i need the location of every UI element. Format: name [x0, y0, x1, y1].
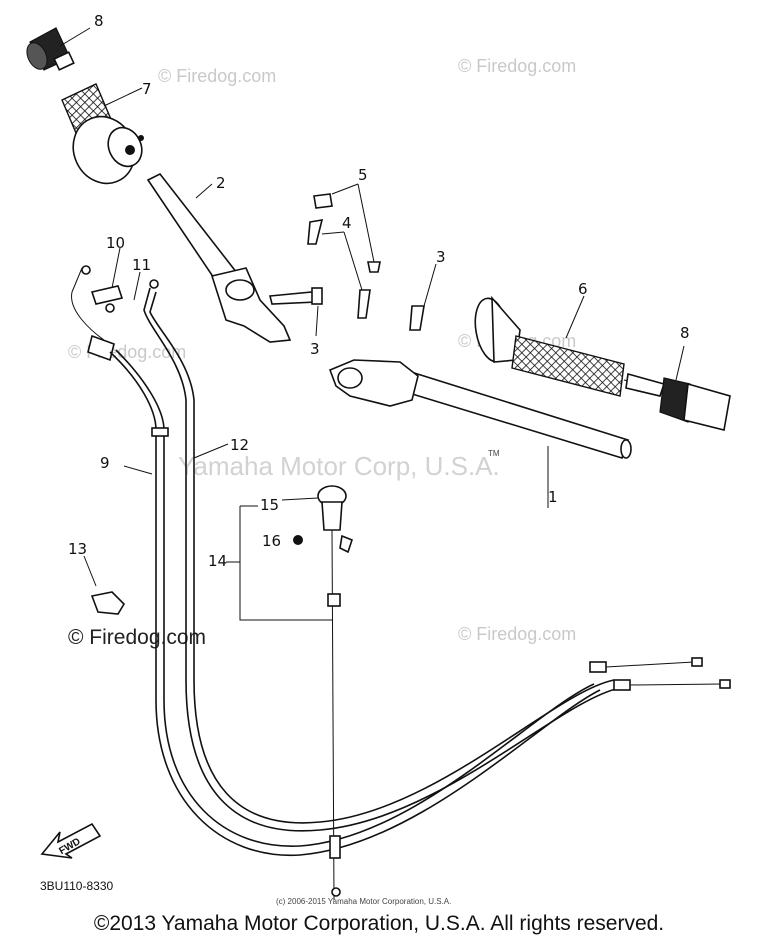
callout-16: 16: [262, 532, 281, 550]
part-6-grip-right: [474, 295, 625, 397]
callout-11: 11: [132, 256, 151, 274]
callout-1: 1: [548, 488, 558, 506]
fwd-label: FWD: [57, 836, 82, 857]
part-8-end-weight-right: [623, 345, 731, 431]
small-copyright: (c) 2006-2015 Yamaha Motor Corporation, …: [276, 897, 451, 906]
callout-12: 12: [230, 436, 249, 454]
part-3-bolt-left: [268, 287, 323, 337]
callout-15: 15: [260, 496, 279, 514]
part-14-choke-assembly: [226, 485, 353, 901]
part-8-end-weight-left: [26, 27, 91, 71]
part-4-5-bolts: [307, 183, 437, 331]
callout-14: 14: [208, 552, 227, 570]
watermark-firedog: © Firedog.com: [458, 624, 576, 644]
callout-8: 8: [680, 324, 690, 342]
callout-5: 5: [358, 166, 368, 184]
callout-8: 8: [94, 12, 104, 30]
part-13-clamp: [83, 555, 126, 615]
callout-10: 10: [106, 234, 125, 252]
callout-labels: 1 2 3 3 4 5 6 7 8 8 9 10 11 12 13 14 15 …: [68, 12, 690, 570]
watermark-firedog: © Firedog.com: [458, 56, 576, 76]
callout-4: 4: [342, 214, 352, 232]
part-1-handlebar-right: [328, 359, 632, 508]
trademark-mark: TM: [488, 449, 500, 458]
part-2-handlebar-left: [146, 172, 292, 343]
callout-13: 13: [68, 540, 87, 558]
callout-6: 6: [578, 280, 588, 298]
callout-9: 9: [100, 454, 110, 472]
callout-2: 2: [216, 174, 226, 192]
callout-3: 3: [436, 248, 446, 266]
part-7-grip-left: [61, 83, 144, 185]
watermark-firedog-dark: © Firedog.com: [68, 626, 206, 649]
callout-7: 7: [142, 80, 152, 98]
callout-3: 3: [310, 340, 320, 358]
watermark-firedog: © Firedog.com: [158, 66, 276, 86]
footer-copyright: ©2013 Yamaha Motor Corporation, U.S.A. A…: [93, 912, 665, 935]
part-10-cable-guide: [90, 285, 124, 313]
forward-arrow-icon: FWD: [40, 822, 102, 859]
part-9-12-throttle-cables: [71, 247, 731, 857]
watermark-yamaha: Yamaha Motor Corp, U.S.A.: [178, 451, 500, 481]
diagram-code: 3BU110-8330: [40, 879, 113, 893]
